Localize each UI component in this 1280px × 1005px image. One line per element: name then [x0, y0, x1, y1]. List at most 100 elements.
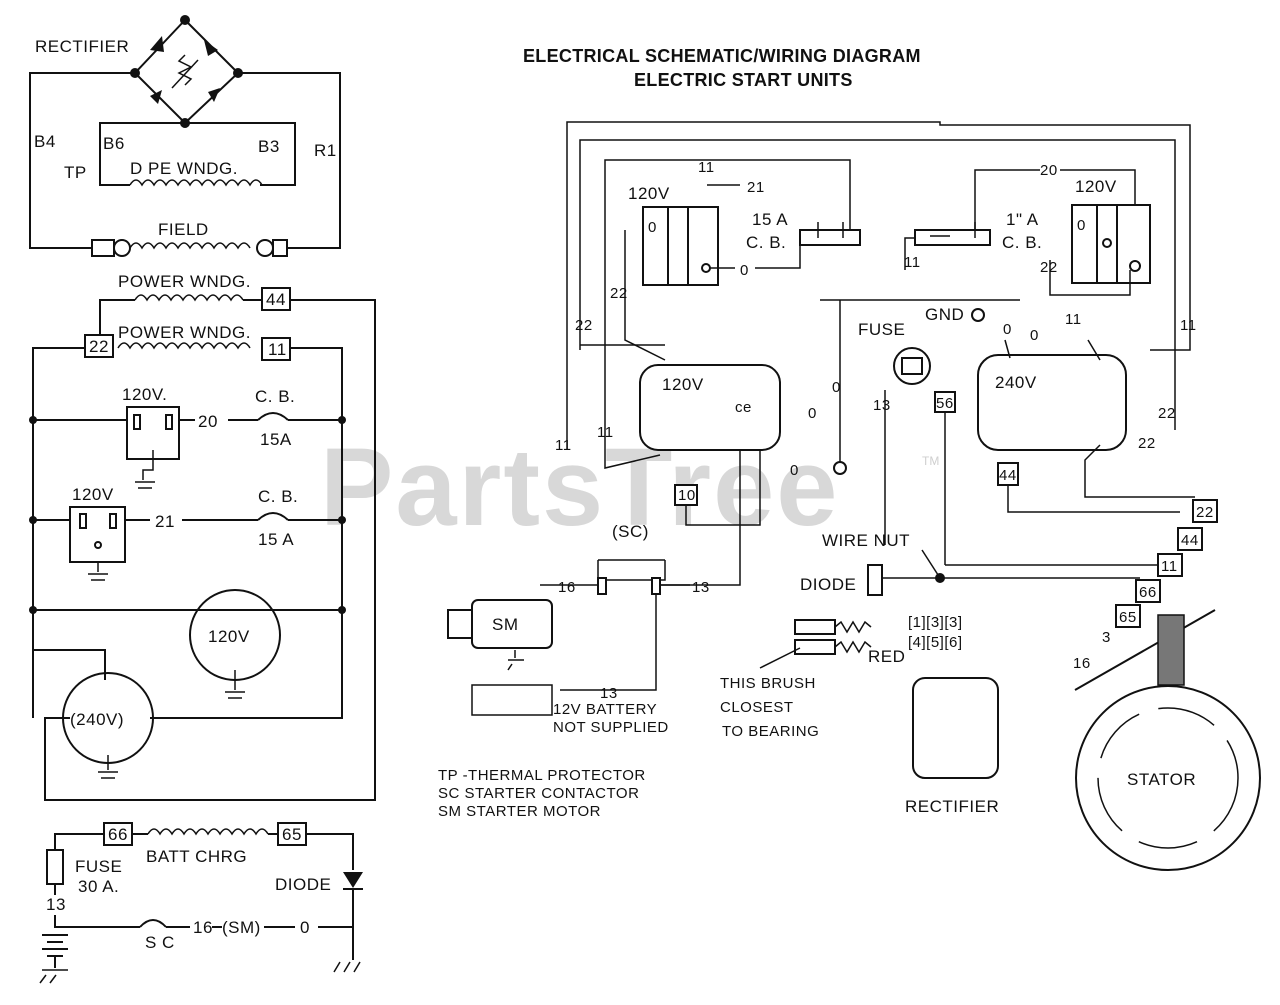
stator-term-22 [1192, 499, 1218, 523]
sc-terminal [651, 577, 661, 595]
cb-15a-label: C. B. [746, 233, 786, 252]
outlet-round-label: 120V [208, 627, 250, 646]
diode-icon [150, 36, 164, 52]
terminal-b6: B6 [103, 134, 125, 153]
legend-sc: SC STARTER CONTACTOR [438, 785, 639, 802]
cb-1-rating: 15A [260, 430, 292, 449]
left-outlet-label: 120V [628, 184, 670, 203]
field-label: FIELD [158, 220, 209, 239]
field-ring [113, 239, 131, 257]
brush-lead [834, 640, 872, 654]
panel-outlet-mark: ce [735, 399, 752, 416]
wire-20-label: 20 [198, 412, 218, 431]
wire [29, 72, 135, 249]
outlet-slot [133, 414, 141, 430]
panel-outlet-120v [639, 364, 781, 451]
starter-motor-label: (SM) [222, 918, 261, 937]
ground-lead [142, 450, 154, 480]
starter-contactor-label: (SC) [612, 522, 649, 541]
wire [604, 159, 851, 450]
wire [306, 833, 354, 870]
fuse-label: FUSE [858, 320, 905, 339]
wire [99, 122, 185, 186]
wire-21-label: 21 [155, 512, 175, 531]
node [180, 15, 190, 25]
terminal-stud [833, 461, 847, 475]
power-winding-1-coil [134, 294, 244, 302]
stator-label: STATOR [1127, 770, 1196, 789]
outlet-slot [109, 513, 117, 529]
wire-11e: 11 [1065, 311, 1082, 328]
wire-22a: 22 [575, 317, 593, 334]
wire-20-label: 20 [1040, 162, 1058, 179]
diode-body [867, 564, 883, 596]
wire-11b: 11 [904, 254, 921, 271]
wire-11-right: 11 [1180, 317, 1197, 334]
dpe-winding-label: D PE WNDG. [130, 159, 238, 178]
wire-13: 13 [873, 397, 891, 414]
stator-term-11 [1157, 553, 1183, 577]
wire-11d: 11 [597, 424, 614, 441]
fuse-rating: 30 A. [78, 877, 119, 896]
wire-0c: 0 [1030, 327, 1039, 344]
stator-65: 65 [1119, 609, 1137, 626]
cb-2-rating: 15 A [258, 530, 294, 549]
stator-term-66 [1135, 579, 1161, 603]
fuse-30a [46, 849, 64, 885]
wire [624, 230, 666, 361]
batt-chrg-label: BATT CHRG [146, 847, 247, 866]
brush-note-3: TO BEARING [722, 723, 819, 740]
wire-0d: 0 [790, 462, 799, 479]
wire-11-top: 11 [698, 159, 715, 176]
field-brush [91, 239, 115, 257]
stator-lead-bundle [1157, 614, 1185, 686]
rectifier-label: RECTIFIER [35, 37, 129, 56]
wire [32, 347, 85, 718]
stator-3: 3 [1102, 629, 1111, 646]
battery-icon [42, 934, 68, 957]
battery-label: 12V BATTERY [553, 701, 657, 718]
diode-icon [204, 40, 218, 56]
wire [604, 450, 661, 469]
cb-right [914, 229, 991, 246]
wire [921, 549, 941, 579]
wire-22b: 22 [1040, 259, 1058, 276]
outlet-hole [1102, 238, 1112, 248]
varistor-icon [177, 54, 193, 86]
legend-tp: TP -THERMAL PROTECTOR [438, 767, 646, 784]
cb-1-label: C. B. [255, 387, 295, 406]
rectifier-label: RECTIFIER [905, 797, 999, 816]
field-brush [272, 239, 288, 257]
watermark-tm: TM [922, 454, 939, 468]
wiring-panel: 11 21 20 120V 0 0 15 A C. B. 1" A C. B. … [438, 121, 1261, 871]
stator-term-44 [1177, 527, 1203, 551]
brush-pointer [759, 647, 801, 669]
power-winding-2-coil [117, 342, 251, 350]
wire [150, 347, 343, 719]
wire [904, 237, 915, 270]
cb-right-label: C. B. [1002, 233, 1042, 252]
wire-22e: 22 [1138, 435, 1156, 452]
stator [1075, 685, 1261, 871]
cb-15a-rating: 15 A [752, 210, 788, 229]
outlet-hole [701, 263, 711, 273]
diagram-title-line1: ELECTRICAL SCHEMATIC/WIRING DIAGRAM [523, 46, 921, 66]
ground-icon [135, 481, 155, 489]
wire-13-label: 13 [46, 895, 66, 914]
ground-icon [507, 650, 524, 671]
terminal-22 [84, 334, 114, 358]
wire-16-label: 16 [558, 579, 576, 596]
thermal-protector-label: TP [64, 163, 87, 182]
wire [974, 169, 1040, 230]
wire-0f: 0 [832, 379, 841, 396]
wire [1049, 260, 1131, 296]
cb-15a [799, 229, 861, 246]
wire-0-label: 0 [300, 918, 310, 937]
brush-lead [834, 620, 872, 634]
stator-11: 11 [1161, 558, 1178, 575]
diode-label: DIODE [800, 575, 856, 594]
starter-motor-shaft [447, 609, 473, 639]
ground-icon [39, 969, 68, 984]
fuse-cap [901, 357, 923, 375]
